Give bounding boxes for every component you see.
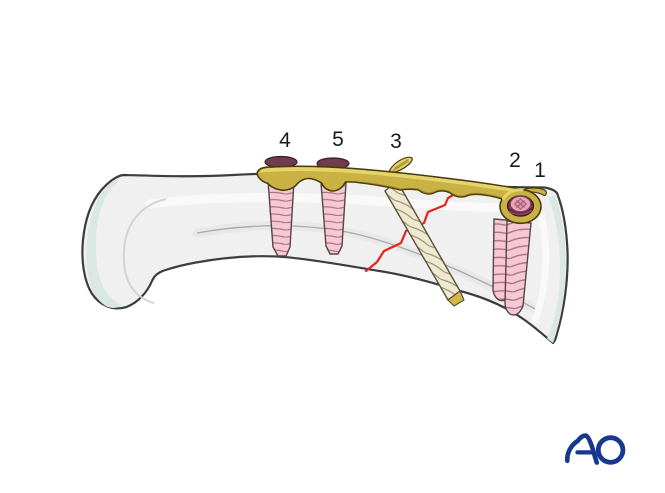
- label-screw-4: 4: [279, 129, 291, 152]
- plate-body: [256, 165, 527, 202]
- medullary-line: [196, 225, 536, 310]
- plate-top-face: [259, 167, 523, 194]
- plate-bevel-line: [361, 181, 507, 200]
- plate-end-tab: [524, 187, 547, 197]
- label-screw-3: 3: [390, 130, 402, 153]
- ao-logo: AO: [564, 433, 626, 465]
- screw-5-shaft: [320, 182, 347, 255]
- screw-1-shaft: [504, 220, 532, 316]
- plate: [256, 165, 547, 225]
- bone-head-highlight: [122, 198, 167, 304]
- ao-letter-a: [564, 433, 600, 465]
- lag-screw-3-tip: [447, 290, 465, 307]
- distal-highlight: [531, 210, 550, 324]
- label-screw-1: 1: [534, 159, 546, 182]
- plate-ring: [499, 188, 542, 225]
- distal-cartilage: [547, 194, 566, 343]
- lag-screw-3-fin: [388, 156, 413, 174]
- bone: [81, 172, 569, 345]
- ao-letter-o: [595, 435, 626, 465]
- screw-number-labels: 4 5 3 2 1: [279, 128, 546, 182]
- proximal-cartilage: [86, 177, 123, 308]
- shaft-highlight: [145, 193, 527, 213]
- label-screw-2: 2: [509, 149, 521, 172]
- label-screw-5: 5: [332, 128, 344, 151]
